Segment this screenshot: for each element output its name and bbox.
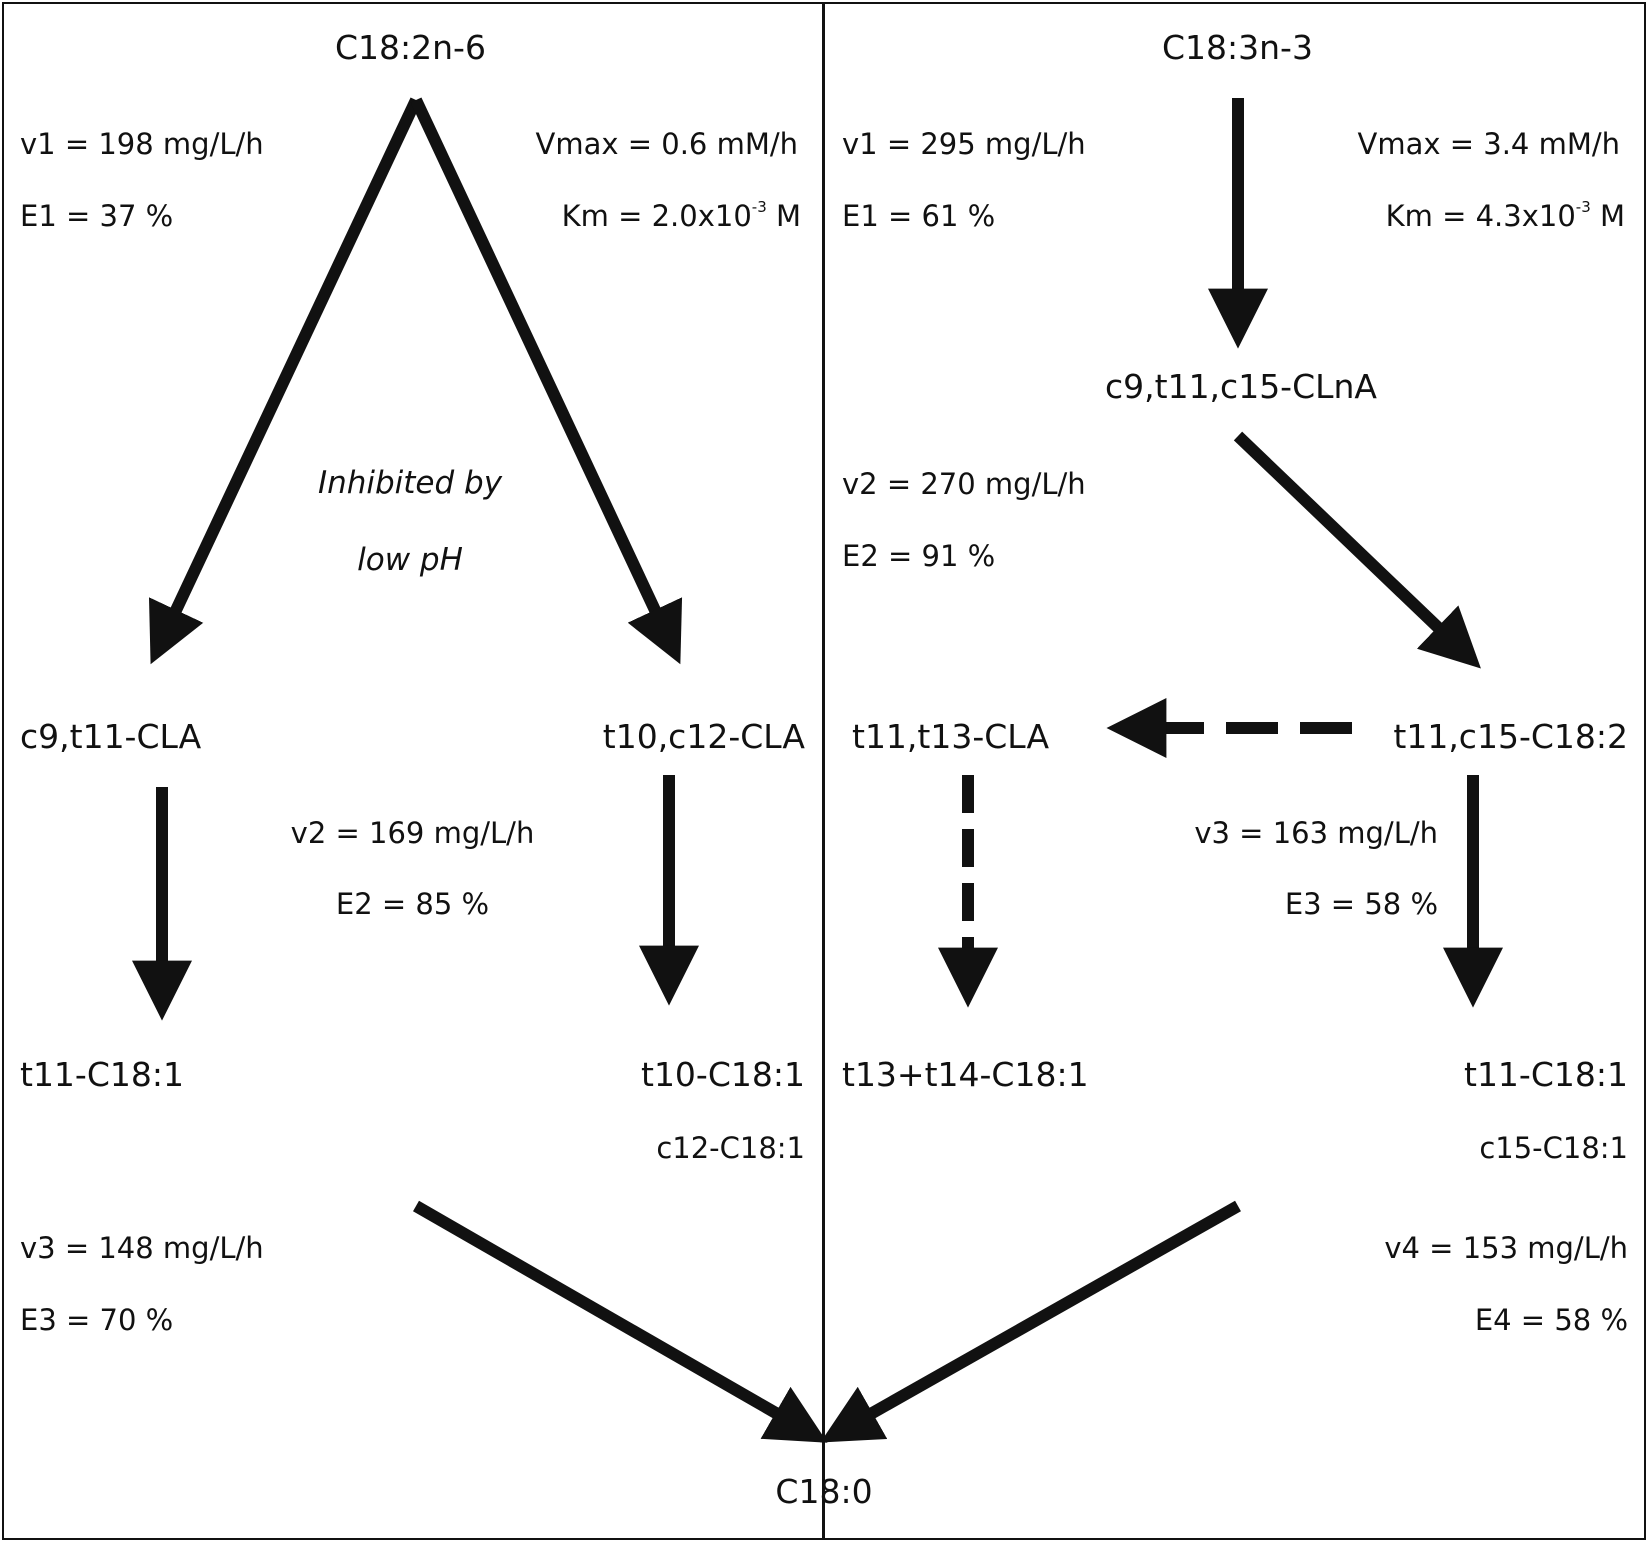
substrate-c18-2n-6: C18:2n-6 bbox=[335, 28, 486, 67]
left-km: Km = 2.0x10-3 M bbox=[562, 198, 801, 234]
c12-c18-1: c12-C18:1 bbox=[656, 1131, 805, 1165]
right-v4-rate: v4 = 153 mg/L/h bbox=[1384, 1231, 1628, 1265]
left-e3-efficiency: E3 = 70 % bbox=[20, 1303, 174, 1337]
arrow-c18-2-to-c9t11-cla bbox=[148, 97, 422, 665]
substrate-c18-3n-3: C18:3n-3 bbox=[1162, 28, 1313, 67]
left-km-unit: M bbox=[766, 199, 801, 233]
left-v2-rate: v2 = 169 mg/L/h bbox=[290, 816, 535, 850]
intermediate-c9t11c15-clna: c9,t11,c15-CLnA bbox=[1105, 367, 1378, 406]
right-v1-rate: v1 = 295 mg/L/h bbox=[842, 127, 1086, 161]
t10-c18-1: t10-C18:1 bbox=[641, 1055, 805, 1094]
inhibited-label-line2: low pH bbox=[357, 542, 463, 578]
t13-t14-c18-1: t13+t14-C18:1 bbox=[842, 1055, 1089, 1094]
left-v3-rate: v3 = 148 mg/L/h bbox=[20, 1231, 264, 1265]
arrow-right-to-c18-0 bbox=[820, 1200, 1241, 1443]
product-t10c12-cla: t10,c12-CLA bbox=[602, 717, 805, 756]
arrow-left-to-c18-0 bbox=[413, 1200, 828, 1443]
product-t11t13-cla: t11,t13-CLA bbox=[852, 717, 1050, 756]
left-vmax: Vmax = 0.6 mM/h bbox=[535, 127, 798, 161]
product-t11c15-c18-2: t11,c15-C18:2 bbox=[1393, 717, 1628, 756]
right-e2-efficiency: E2 = 91 % bbox=[842, 539, 996, 573]
right-vmax: Vmax = 3.4 mM/h bbox=[1357, 127, 1620, 161]
left-t11-c18-1: t11-C18:1 bbox=[20, 1055, 184, 1094]
arrow-clna-to-t11c15-c18-2 bbox=[1233, 431, 1481, 669]
right-e1-efficiency: E1 = 61 % bbox=[842, 199, 996, 233]
left-v1-rate: v1 = 198 mg/L/h bbox=[20, 127, 264, 161]
right-v3-rate: v3 = 163 mg/L/h bbox=[1194, 816, 1438, 850]
inhibited-label-line1: Inhibited by bbox=[317, 465, 503, 501]
product-c9t11-cla: c9,t11-CLA bbox=[20, 717, 202, 756]
right-v2-rate: v2 = 270 mg/L/h bbox=[842, 467, 1086, 501]
c15-c18-1: c15-C18:1 bbox=[1479, 1131, 1628, 1165]
right-km-unit: M bbox=[1590, 199, 1625, 233]
final-product-c18-0: C18:0 bbox=[775, 1472, 873, 1511]
right-t11-c18-1: t11-C18:1 bbox=[1464, 1055, 1628, 1094]
arrow-c18-2-to-t10c12-cla bbox=[410, 97, 683, 665]
left-km-prefix: Km = 2.0x10 bbox=[561, 199, 752, 233]
right-e4-efficiency: E4 = 58 % bbox=[1474, 1303, 1628, 1337]
right-km: Km = 4.3x10-3 M bbox=[1386, 198, 1625, 234]
right-km-exponent: -3 bbox=[1575, 198, 1591, 216]
right-km-prefix: Km = 4.3x10 bbox=[1385, 199, 1576, 233]
left-e1-efficiency: E1 = 37 % bbox=[20, 199, 174, 233]
left-e2-efficiency: E2 = 85 % bbox=[335, 887, 490, 921]
right-e3-efficiency: E3 = 58 % bbox=[1284, 887, 1438, 921]
panel-divider bbox=[822, 2, 825, 1540]
left-km-exponent: -3 bbox=[751, 198, 767, 216]
